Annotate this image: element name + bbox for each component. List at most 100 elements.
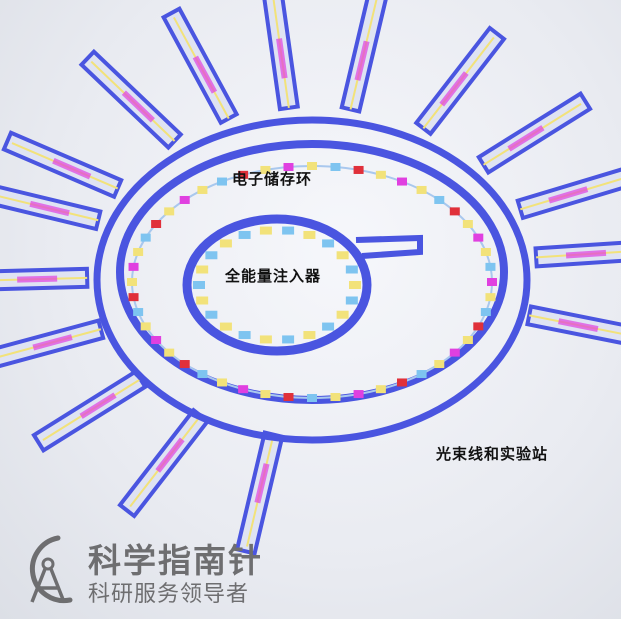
- storage-ring-magnet: [434, 195, 445, 204]
- injector-ring-wall: [182, 214, 372, 356]
- injector-magnet: [238, 331, 251, 340]
- storage-ring-magnet: [283, 393, 294, 402]
- beamline-optics: [52, 158, 92, 180]
- storage-ring-magnet: [217, 378, 227, 387]
- storage-ring-magnet: [307, 162, 317, 170]
- storage-ring-magnet: [133, 247, 144, 256]
- beamline: [31, 368, 148, 454]
- storage-ring-magnet: [260, 390, 271, 399]
- injector-magnet: [345, 265, 358, 274]
- storage-ring-magnet: [128, 262, 139, 271]
- injector-magnet: [345, 296, 358, 305]
- storage-ring-magnet: [375, 170, 386, 179]
- compass-logo-icon: [29, 535, 73, 604]
- storage-ring-magnet: [416, 370, 427, 379]
- storage-ring-magnet: [164, 207, 175, 216]
- storage-ring-magnet: [140, 322, 151, 331]
- storage-ring-magnet: [238, 170, 249, 179]
- injector-magnet: [259, 335, 272, 344]
- beamline: [117, 407, 211, 519]
- beamline-optics: [29, 200, 70, 217]
- beamline-optics: [507, 125, 545, 152]
- storage-ring-magnet: [128, 293, 139, 302]
- beamline-optics: [192, 55, 218, 94]
- injector-magnet: [349, 281, 361, 289]
- beamline: [0, 180, 103, 232]
- beamline: [525, 304, 621, 350]
- injector-magnet: [259, 226, 272, 235]
- shield-wall: [93, 116, 531, 444]
- storage-ring-label: 电子储存环: [232, 170, 313, 188]
- beamline-optics: [565, 249, 607, 259]
- storage-ring-magnet: [480, 308, 491, 317]
- beamline: [78, 48, 184, 151]
- beamlines-group: [0, 0, 621, 556]
- storage-ring-magnet: [353, 390, 364, 399]
- storage-ring: [116, 140, 508, 404]
- storage-ring-magnet: [133, 308, 144, 317]
- storage-ring-magnet: [473, 322, 484, 331]
- storage-ring-magnet: [449, 207, 460, 216]
- injector-magnet: [282, 226, 295, 235]
- storage-ring-magnet: [485, 262, 496, 271]
- storage-ring-magnet: [140, 233, 151, 242]
- injector-ring: [182, 214, 423, 356]
- storage-ring-magnet: [449, 348, 460, 357]
- injector-magnet: [193, 281, 205, 289]
- injector-label: 全能量注入器: [225, 267, 322, 285]
- injector-magnet: [322, 239, 335, 248]
- storage-ring-magnet: [330, 162, 341, 171]
- injector-magnet: [219, 322, 232, 331]
- storage-ring-magnet: [179, 195, 190, 204]
- injector-magnet: [322, 322, 335, 331]
- beamline-optics: [354, 40, 370, 81]
- storage-ring-magnet: [330, 393, 341, 402]
- storage-ring-magnet: [238, 385, 249, 394]
- injector-magnet: [336, 251, 349, 260]
- storage-ring-magnet: [462, 336, 473, 344]
- storage-ring-magnet: [283, 162, 294, 171]
- storage-ring-magnet: [164, 348, 175, 357]
- beamline: [476, 90, 593, 176]
- beamline-optics: [121, 90, 155, 123]
- beamline: [413, 25, 507, 137]
- storage-ring-magnet: [217, 177, 227, 186]
- storage-ring-magnet: [473, 233, 484, 242]
- beamline-optics: [439, 71, 469, 107]
- storage-ring-magnet: [375, 385, 386, 394]
- beamline: [1, 130, 124, 200]
- injector-magnet: [219, 239, 232, 248]
- injector-magnet: [196, 296, 209, 305]
- injector-magnet: [282, 335, 295, 344]
- storage-ring-magnet: [434, 360, 445, 369]
- beamline: [0, 318, 106, 372]
- storage-ring-magnet: [353, 165, 364, 174]
- beamline: [339, 0, 390, 114]
- storage-ring-magnet: [416, 185, 427, 194]
- injector-magnet: [205, 251, 218, 260]
- beamline-optics: [32, 334, 73, 351]
- beamline: [260, 0, 301, 112]
- outer-shield-wall: [93, 116, 531, 444]
- beamline: [533, 238, 621, 269]
- transfer-line: [355, 234, 423, 259]
- beamline-optics: [155, 437, 185, 473]
- storage-ring-magnet: [462, 220, 473, 228]
- injector-magnet: [303, 230, 316, 239]
- beamline-optics: [17, 275, 58, 283]
- injector-magnet: [196, 265, 209, 274]
- storage-ring-magnet: [307, 394, 317, 402]
- storage-ring-magnet: [485, 293, 496, 302]
- beamline: [160, 6, 240, 126]
- storage-ring-magnet: [397, 378, 407, 387]
- storage-ring-magnet: [260, 165, 271, 174]
- storage-ring-magnet: [397, 177, 407, 186]
- storage-ring-magnet: [179, 360, 190, 369]
- storage-ring-magnet: [127, 278, 137, 286]
- storage-ring-magnet: [197, 370, 208, 379]
- beamline-optics: [276, 38, 288, 79]
- storage-ring-magnet: [197, 185, 208, 194]
- storage-ring-magnet: [151, 336, 162, 344]
- storage-ring-magnet: [487, 278, 497, 286]
